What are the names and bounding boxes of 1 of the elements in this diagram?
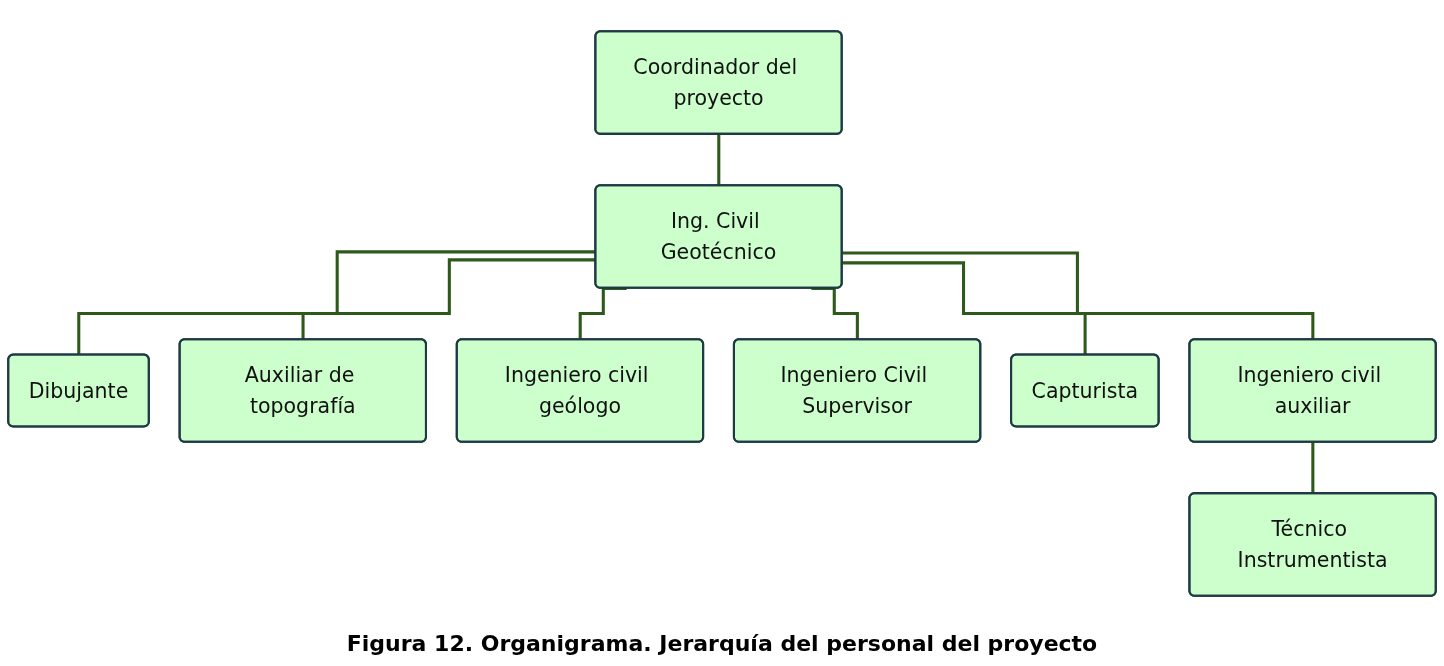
figure-caption: Figura 12. Organigrama. Jerarquía del personal del proyecto (346, 631, 1098, 656)
